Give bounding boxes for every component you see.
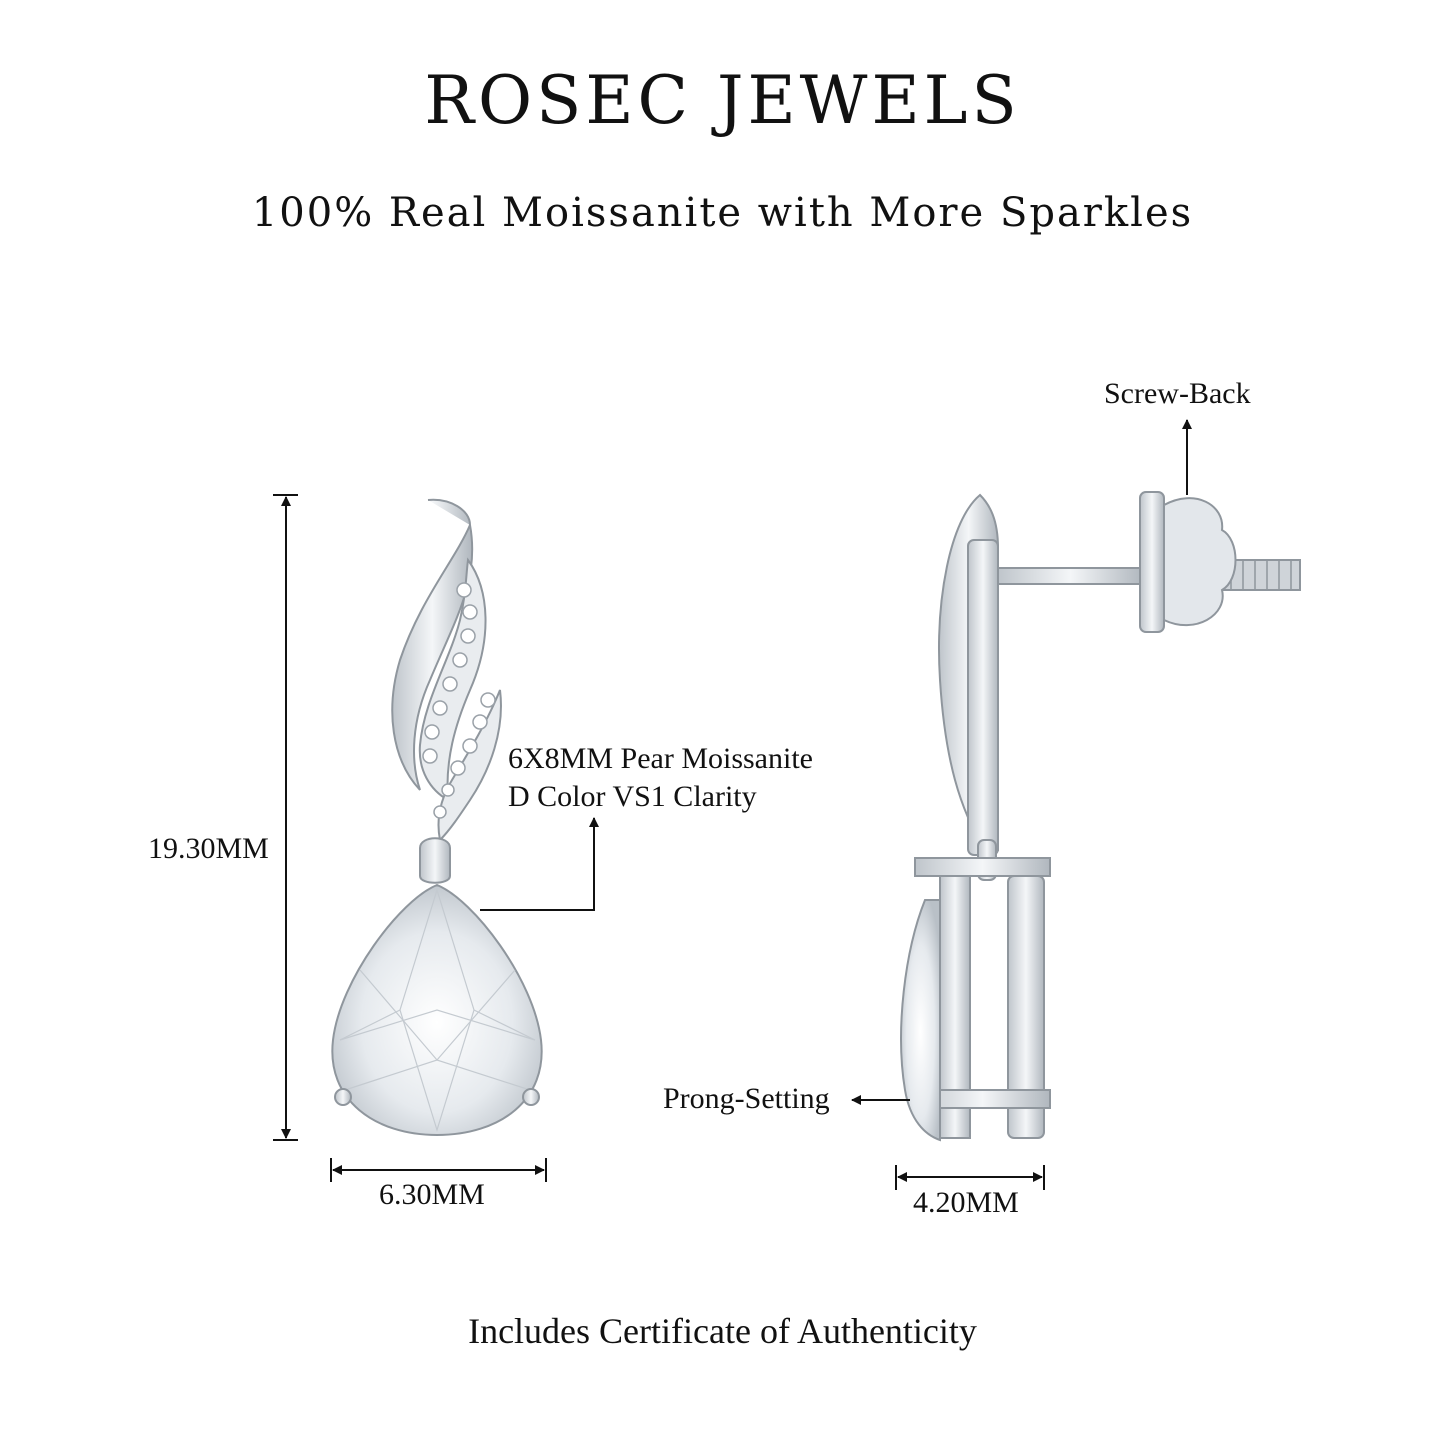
side-width-dimension (895, 1165, 1045, 1190)
front-bail (419, 837, 451, 884)
side-post (997, 567, 1144, 585)
brand-title: ROSEC JEWELS (424, 62, 1021, 139)
stone-callout-line (480, 817, 599, 911)
front-width-label: 6.30MM (379, 1178, 485, 1211)
front-pave-stones (422, 582, 496, 819)
front-height-dimension (273, 494, 298, 1141)
side-basket-top (914, 857, 1051, 877)
front-stone-facets (339, 887, 536, 1133)
brand-subtitle: 100% Real Moissanite with More Sparkles (251, 190, 1194, 236)
side-butterfly (1163, 497, 1237, 627)
front-prong-left (334, 1088, 352, 1106)
front-width-dimension (330, 1158, 547, 1182)
front-earring (331, 498, 543, 1137)
side-plate (967, 539, 999, 856)
screw-back-label: Screw-Back (1104, 377, 1251, 410)
front-prong-right (522, 1088, 540, 1106)
stone-label-line2: D Color VS1 Clarity (508, 780, 757, 813)
height-label: 19.30MM (148, 832, 269, 865)
prong-setting-label: Prong-Setting (663, 1082, 830, 1115)
stone-label-line1: 6X8MM Pear Moissanite (508, 742, 813, 775)
side-stone (900, 899, 941, 1142)
side-earring (900, 491, 1301, 1142)
front-swirl (391, 498, 474, 791)
footer-text: Includes Certificate of Authenticity (468, 1311, 977, 1351)
side-width-label: 4.20MM (913, 1186, 1019, 1219)
side-screw-back (1139, 491, 1165, 633)
side-basket-rail-2 (1007, 875, 1045, 1139)
